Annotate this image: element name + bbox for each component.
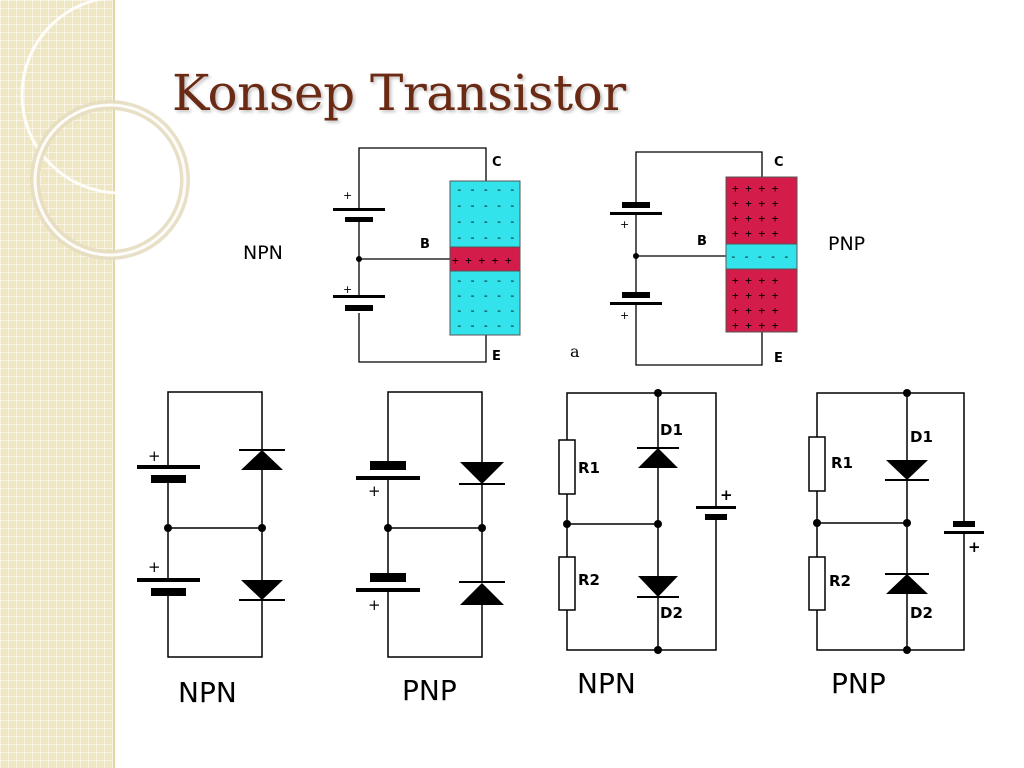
pnp-structure <box>635 151 763 366</box>
pnp-charge-marks: + + + + + + + + + + + + + + + + - - - - … <box>730 182 790 332</box>
pnp-junction-dot <box>633 253 639 259</box>
pnp-plus-top: + <box>620 218 629 231</box>
c1-plus-top: + <box>148 447 161 465</box>
pnp-terminal-c: C <box>774 155 784 170</box>
npn-terminal-e: E <box>492 349 501 364</box>
pnp-p-marks-5: + + + + <box>732 274 779 287</box>
c4-d2: D2 <box>910 604 933 622</box>
npn-battery-top <box>333 208 385 222</box>
pnp-label: PNP <box>828 233 865 255</box>
npn-charge-marks: - - - - - - - - - - - - - - - - - - - - … <box>452 183 516 332</box>
c2-plus-bottom: + <box>368 596 381 614</box>
npn-terminal-b: B <box>420 237 430 252</box>
pnp-terminal-b: B <box>697 234 707 249</box>
pnp-battery-top <box>610 202 662 215</box>
npn-p-marks: + + + + + <box>452 254 512 267</box>
c4-label: PNP <box>831 667 886 700</box>
c1-label: NPN <box>178 676 237 709</box>
c4-plus: + <box>968 538 981 556</box>
c2-label: PNP <box>402 674 457 707</box>
pnp-p-marks-7: + + + + <box>732 304 779 317</box>
pnp-n-marks: - - - - - <box>730 250 790 263</box>
pnp-p-marks-2: + + + + <box>732 197 779 210</box>
npn-n-marks-1: - - - - - <box>456 183 516 196</box>
pnp-p-marks-8: + + + + <box>732 319 779 332</box>
npn-terminal-c: C <box>492 155 502 170</box>
npn-n-marks-6: - - - - - <box>456 289 516 302</box>
npn-n-marks-7: - - - - - <box>456 304 516 317</box>
c4-d1: D1 <box>910 428 933 446</box>
c3-label: NPN <box>577 667 636 700</box>
caption-a: a <box>570 342 580 361</box>
pnp-terminal-e: E <box>774 351 783 366</box>
npn-n-marks-2: - - - - - <box>456 199 516 212</box>
circuit-npn-resistor-model <box>558 389 736 654</box>
pnp-battery-bottom <box>610 292 662 305</box>
npn-emitter-region <box>449 270 521 336</box>
pnp-emitter-region <box>725 268 798 333</box>
circuit-pnp-resistor-model <box>808 389 984 654</box>
c1-plus-bottom: + <box>148 558 161 576</box>
c3-plus: + <box>720 486 733 504</box>
npn-n-marks-4: - - - - - <box>456 231 516 244</box>
circuit-npn-diode-model <box>137 391 285 658</box>
npn-plus-bottom: + <box>343 283 352 296</box>
pnp-plus-bottom: + <box>620 309 629 322</box>
pnp-p-marks-4: + + + + <box>732 227 779 240</box>
circuit-pnp-diode-model <box>356 391 505 658</box>
npn-structure <box>358 147 487 363</box>
npn-n-marks-3: - - - - - <box>456 215 516 228</box>
c3-r1: R1 <box>578 459 600 477</box>
pnp-p-marks-1: + + + + <box>732 182 779 195</box>
c4-r1: R1 <box>831 454 853 472</box>
decorative-rings <box>20 0 220 260</box>
slide-title: Konsep Transistor <box>172 64 626 122</box>
npn-plus-top: + <box>343 189 352 202</box>
c4-r2: R2 <box>829 572 851 590</box>
pnp-p-marks-6: + + + + <box>732 289 779 302</box>
c3-d1: D1 <box>660 421 683 439</box>
npn-n-marks-8: - - - - - <box>456 319 516 332</box>
c3-r2: R2 <box>578 571 600 589</box>
sidebar-divider <box>113 0 115 768</box>
npn-label: NPN <box>243 242 283 264</box>
c2-plus-top: + <box>368 482 381 500</box>
npn-battery-bottom <box>333 295 385 311</box>
pnp-base-region <box>725 243 798 270</box>
pnp-p-marks-3: + + + + <box>732 212 779 225</box>
npn-n-marks-5: - - - - - <box>456 274 516 287</box>
npn-junction-dot <box>356 256 362 262</box>
c3-d2: D2 <box>660 604 683 622</box>
